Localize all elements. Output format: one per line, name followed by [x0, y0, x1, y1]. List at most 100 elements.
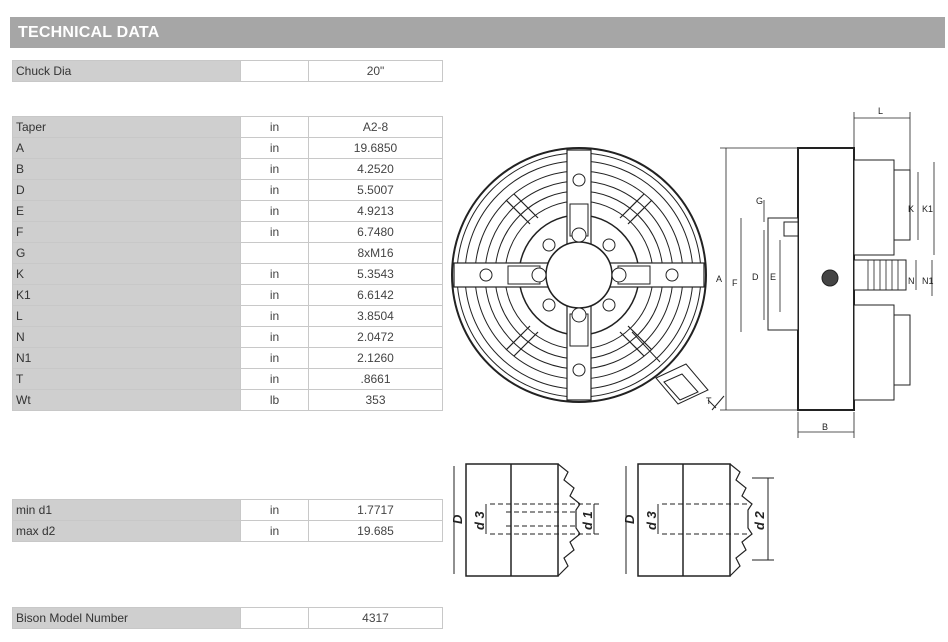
row-unit: in	[240, 499, 309, 521]
chuck-dia-table: Chuck Dia 20"	[12, 60, 443, 82]
model-table: Bison Model Number 4317	[12, 607, 443, 629]
row-value: 5.5007	[308, 179, 443, 201]
row-value: 1.7717	[308, 499, 443, 521]
row-unit: in	[240, 520, 309, 542]
row-value: 4.9213	[308, 200, 443, 222]
dim-label-N1: N1	[922, 276, 934, 286]
row-unit: in	[240, 326, 309, 348]
row-value: 5.3543	[308, 263, 443, 285]
grip1-label-d3: d 3	[472, 510, 487, 530]
section-title: TECHNICAL DATA	[18, 24, 160, 41]
dim-label-F: F	[732, 278, 738, 288]
row-label: max d2	[12, 520, 241, 542]
gripping-diagram-inner: D d 3 d 1	[450, 463, 602, 577]
chuck-side-view	[720, 112, 935, 438]
dim-label-T: T	[706, 396, 712, 406]
dim-label-B: B	[822, 422, 828, 432]
row-value: 2.0472	[308, 326, 443, 348]
row-value: 19.6850	[308, 137, 443, 159]
gripping-diagram-outer: D d 3 d 2	[622, 463, 774, 577]
row-value: 6.7480	[308, 221, 443, 243]
grip1-label-d1: d 1	[580, 511, 595, 530]
table-row: Chuck Dia 20"	[12, 60, 443, 82]
dim-label-K: K	[908, 204, 914, 214]
row-value: 6.6142	[308, 284, 443, 306]
table-row: G 8xM16	[12, 242, 443, 264]
dim-label-L: L	[878, 106, 883, 116]
row-value: .8661	[308, 368, 443, 390]
row-label: Taper	[12, 116, 241, 138]
row-unit	[240, 607, 309, 629]
row-label: min d1	[12, 499, 241, 521]
row-label: D	[12, 179, 241, 201]
row-label: Chuck Dia	[12, 60, 241, 82]
row-unit: in	[240, 137, 309, 159]
row-unit: lb	[240, 389, 309, 411]
row-value: A2-8	[308, 116, 443, 138]
row-label: A	[12, 137, 241, 159]
row-value: 4.2520	[308, 158, 443, 180]
row-unit: in	[240, 368, 309, 390]
row-value: 19.685	[308, 520, 443, 542]
row-unit: in	[240, 200, 309, 222]
row-value: 4317	[308, 607, 443, 629]
chuck-technical-drawing: L G K K1 A F D E N N1 B T	[451, 106, 935, 438]
chuck-front-view	[451, 147, 725, 411]
row-value: 8xM16	[308, 242, 443, 264]
row-unit: in	[240, 179, 309, 201]
row-unit: in	[240, 284, 309, 306]
row-label: Bison Model Number	[12, 607, 241, 629]
row-label: B	[12, 158, 241, 180]
row-label: N1	[12, 347, 241, 369]
row-value: 3.8504	[308, 305, 443, 327]
dim-label-A: A	[716, 274, 722, 284]
dim-label-G: G	[756, 196, 763, 206]
grip2-label-d2: d 2	[752, 510, 767, 530]
grip2-label-d3: d 3	[644, 510, 659, 530]
row-value: 353	[308, 389, 443, 411]
row-unit: in	[240, 221, 309, 243]
dim-label-K1: K1	[922, 204, 933, 214]
row-unit: in	[240, 158, 309, 180]
row-unit: in	[240, 347, 309, 369]
row-value: 20"	[308, 60, 443, 82]
grip2-label-D: D	[622, 514, 637, 524]
row-unit	[240, 60, 309, 82]
grip1-label-D: D	[450, 514, 465, 524]
row-unit: in	[240, 263, 309, 285]
row-label: L	[12, 305, 241, 327]
row-label: T	[12, 368, 241, 390]
row-unit	[240, 242, 309, 264]
dim-label-E: E	[770, 272, 776, 282]
drawing-labels: L G K K1 A F D E N N1 B T	[706, 106, 934, 432]
row-value: 2.1260	[308, 347, 443, 369]
row-label: G	[12, 242, 241, 264]
section-header: TECHNICAL DATA	[10, 17, 945, 48]
row-label: Wt	[12, 389, 241, 411]
jaw-detail	[631, 331, 725, 411]
row-unit: in	[240, 305, 309, 327]
dim-label-N: N	[908, 276, 915, 286]
row-label: N	[12, 326, 241, 348]
row-label: E	[12, 200, 241, 222]
row-label: K	[12, 263, 241, 285]
dim-label-D: D	[752, 272, 759, 282]
row-label: K1	[12, 284, 241, 306]
table-row: Bison Model Number 4317	[12, 607, 443, 629]
row-label: F	[12, 221, 241, 243]
